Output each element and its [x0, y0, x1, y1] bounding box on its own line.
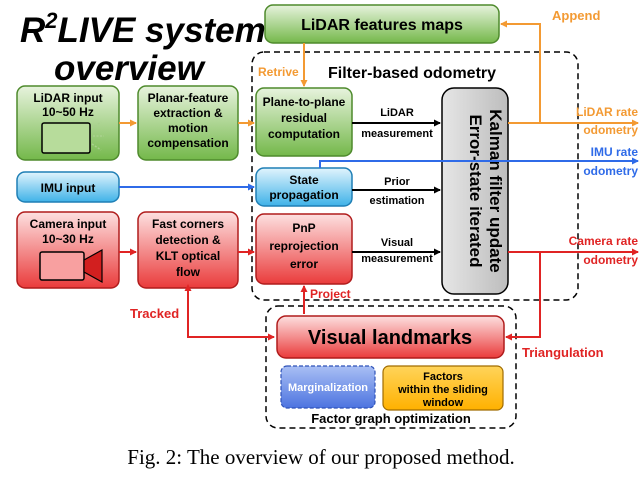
pnp-error-line3: error: [290, 257, 318, 271]
camera-icon: [39, 248, 103, 284]
planar-extraction-line3: motion: [168, 121, 208, 135]
planar-extraction-line1: Planar-feature: [148, 91, 229, 105]
marginalization-label: Marginalization: [288, 382, 368, 394]
camera-input-line1: Camera input: [30, 217, 107, 231]
planar-extraction-line2: extraction &: [153, 106, 223, 120]
plane-residual-line2: residual: [281, 111, 327, 125]
visual-landmarks-label: Visual landmarks: [308, 327, 472, 349]
factor-graph-group: [265, 305, 517, 429]
label-prior-estimation-2: estimation: [369, 195, 424, 207]
plane-residual-line3: computation: [268, 127, 340, 141]
output-lidar-rate-line1: LiDAR rate: [576, 105, 638, 119]
label-project: Project: [310, 287, 351, 301]
planar-extraction-line4: compensation: [147, 136, 228, 150]
arrow-triangulation: [505, 252, 541, 341]
state-propagation-line1: State: [289, 173, 319, 187]
pnp-error-box: [255, 213, 353, 285]
label-lidar-measurement-1: LiDAR: [380, 107, 414, 119]
filter-odometry-group: [251, 51, 579, 301]
label-visual-measurement-1: Visual: [381, 237, 413, 249]
factors-window-box: [382, 365, 504, 411]
eskf-update-line1: Error-state iterated: [466, 114, 485, 267]
lidar-maps-label: LiDAR features maps: [301, 17, 463, 34]
lidar-input-line2: 10~50 Hz: [42, 105, 94, 119]
state-propagation-line2: propagation: [269, 188, 338, 202]
arrow-append-to-maps: [500, 20, 541, 123]
factors-window-line1: Factors: [423, 371, 463, 383]
state-propagation-box: [255, 167, 353, 207]
imu-input-label: IMU input: [41, 181, 96, 195]
fast-corners-line3: KLT optical: [156, 249, 220, 263]
pnp-error-line1: PnP: [292, 221, 315, 235]
fast-corners-line4: flow: [176, 265, 201, 279]
factors-window-line3: window: [422, 397, 464, 409]
label-visual-measurement-2: measurement: [361, 253, 433, 265]
lidar-maps-box: [264, 4, 500, 44]
label-lidar-measurement-2: measurement: [361, 128, 433, 140]
title-line2: overview: [54, 49, 207, 88]
output-camera-rate-line2: odometry: [583, 253, 638, 267]
pnp-error-line2: reprojection: [269, 239, 338, 253]
output-lidar-rate-line2: odometry: [583, 123, 638, 137]
fast-corners-line1: Fast corners: [152, 217, 224, 231]
label-prior-estimation-1: Prior: [384, 176, 410, 188]
plane-residual-line1: Plane-to-plane: [263, 95, 346, 109]
title-line1: R2LIVE system: [20, 8, 266, 50]
eskf-update-line2: Kalman filter update: [486, 109, 505, 272]
output-camera-rate-line1: Camera rate: [569, 234, 639, 248]
label-retrive: Retrive: [258, 65, 299, 79]
camera-input-line2: 10~30 Hz: [42, 232, 94, 246]
lidar-sensor-icon: [41, 121, 104, 154]
factors-window-line2: within the sliding: [397, 384, 488, 396]
arrow-tracked: [184, 284, 275, 341]
lidar-input-line1: LiDAR input: [33, 91, 102, 105]
marginalization-box: [280, 365, 376, 409]
figure-caption: Fig. 2: The overview of our proposed met…: [127, 445, 514, 469]
visual-landmarks-box: [276, 315, 505, 359]
arrow-imu-rate-out: [319, 157, 639, 168]
eskf-update-box: [441, 87, 509, 295]
label-tracked: Tracked: [130, 306, 179, 321]
factor-graph-label: Factor graph optimization: [311, 411, 471, 426]
label-triangulation: Triangulation: [522, 345, 604, 360]
label-append: Append: [552, 8, 600, 23]
fast-corners-line2: detection &: [155, 233, 221, 247]
filter-odometry-label: Filter-based odometry: [328, 65, 496, 82]
output-imu-rate-line1: IMU rate: [591, 145, 639, 159]
output-imu-rate-line2: odometry: [583, 164, 638, 178]
